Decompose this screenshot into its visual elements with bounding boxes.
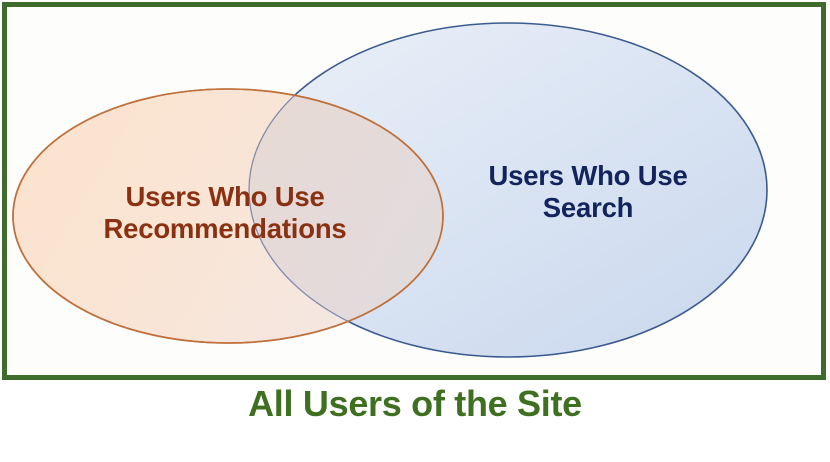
set-label-search: Users Who Use Search — [488, 160, 688, 224]
universe-caption: All Users of the Site — [248, 383, 582, 424]
set-label-recommendations: Users Who Use Recommendations — [103, 181, 347, 245]
